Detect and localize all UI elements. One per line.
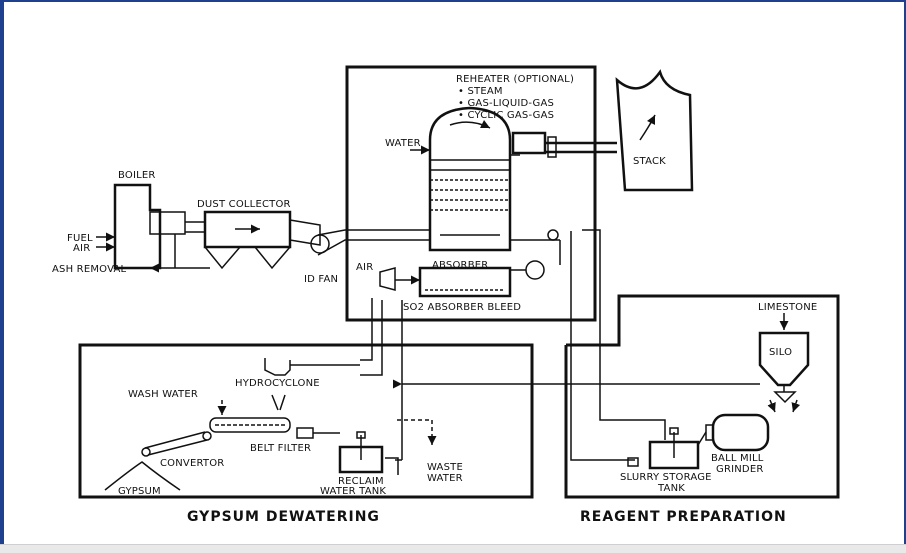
ball-mill <box>697 413 770 452</box>
label-grinder: GRINDER <box>716 464 764 475</box>
gypsum-dewatering-box <box>78 343 534 499</box>
label-boiler: BOILER <box>118 170 156 181</box>
label-air: AIR <box>356 262 373 273</box>
dust-collector <box>174 210 292 270</box>
gypsum-pile <box>104 461 181 491</box>
convertor <box>141 431 212 457</box>
bleed-pipe-right <box>570 231 635 461</box>
slurry-feed-pipe <box>582 229 666 440</box>
label-gypsum: GYPSUM <box>118 486 161 497</box>
label-belt-filter: BELT FILTER <box>250 443 311 454</box>
label-fuel: FUEL <box>67 233 93 244</box>
label-steam: • STEAM <box>458 86 503 97</box>
label-hydrocyclone: HYDROCYCLONE <box>235 378 320 389</box>
section-title-gypsum-dewatering: GYPSUM DEWATERING <box>187 509 380 525</box>
label-air-inlet: AIR <box>73 243 90 254</box>
belt-filter <box>209 417 340 439</box>
recirculation-loop <box>510 154 561 280</box>
reheater-unit <box>511 131 547 155</box>
page-bottom-bar <box>0 544 906 553</box>
slurry-storage-tank <box>627 427 700 470</box>
reagent-preparation-box <box>564 294 840 499</box>
id-fan <box>289 219 430 256</box>
label-cyclic-gas-gas: • CYCLIC GAS-GAS <box>458 110 554 121</box>
stack <box>615 69 694 192</box>
air-compressor <box>379 267 396 291</box>
label-waste: WASTE <box>427 462 463 473</box>
label-absorber-bleed: SO2 ABSORBER BLEED <box>403 302 521 313</box>
label-gas-liquid-gas: • GAS-LIQUID-GAS <box>458 98 554 109</box>
absorber-tank <box>418 266 512 298</box>
label-silo: SILO <box>769 347 792 358</box>
label-wash-water: WASH WATER <box>128 389 198 400</box>
label-limestone: LIMESTONE <box>758 302 817 313</box>
section-title-reagent-preparation: REAGENT PREPARATION <box>580 509 787 525</box>
label-stack: STACK <box>633 156 666 167</box>
label-dust-collector: DUST COLLECTOR <box>197 199 291 210</box>
absorber-tower <box>428 106 512 252</box>
label-ash-removal: ASH REMOVAL <box>52 264 127 275</box>
silo <box>758 313 810 413</box>
label-reheater: REHEATER (OPTIONAL) <box>456 74 574 85</box>
hydrocyclone <box>264 358 360 411</box>
label-reclaim-water-tank: WATER TANK <box>320 486 386 497</box>
waste-water-line <box>397 419 437 445</box>
reclaim-water-tank <box>338 431 399 475</box>
absorber-module-box <box>345 65 597 322</box>
label-water: WATER <box>385 138 421 149</box>
label-absorber: ABSORBER <box>432 260 488 271</box>
label-reclaim: RECLAIM <box>338 476 384 487</box>
label-id-fan: ID FAN <box>304 274 338 285</box>
label-convertor: CONVERTOR <box>160 458 224 469</box>
label-waste-water: WATER <box>427 473 463 484</box>
label-slurry-tank: TANK <box>657 483 685 494</box>
label-ball-mill: BALL MILL <box>711 453 764 464</box>
boiler <box>96 183 210 273</box>
label-slurry-storage: SLURRY STORAGE <box>620 472 712 483</box>
